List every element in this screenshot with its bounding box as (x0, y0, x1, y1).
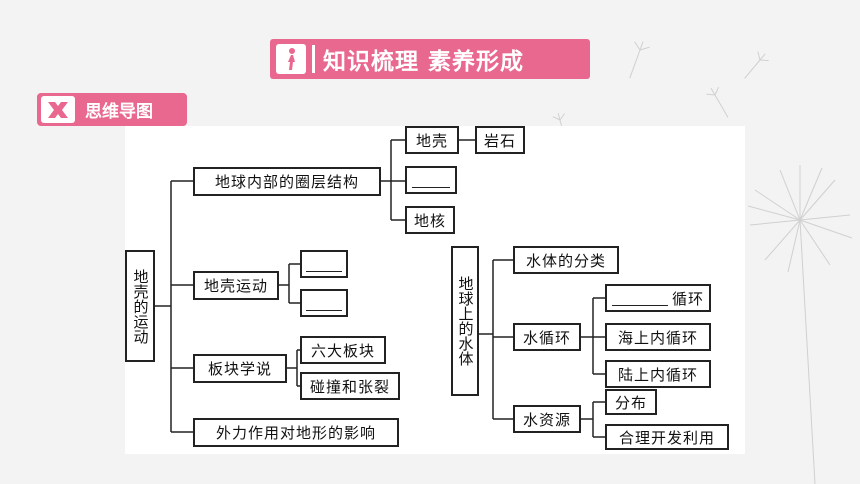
node-label: 岩石 (483, 131, 516, 150)
root-label: 地球上的水体 (456, 276, 475, 366)
node-label: 分布 (614, 393, 647, 412)
node-label: 合理开发利用 (618, 428, 715, 447)
node-label: 板块学说 (207, 360, 272, 378)
node-crustal-movement: 地壳运动 (193, 271, 279, 300)
node-blank-cycle: 循环 (605, 284, 711, 312)
node-water-cycle: 水循环 (513, 323, 581, 351)
section-banner: 知识梳理 素养形成 (270, 39, 590, 79)
node-land-cycle: 陆上内循环 (605, 360, 711, 388)
mind-map: 地壳的运动 地球内部的圈层结构 地壳 岩石 地核 地壳运动 板块学说 六大板块 … (125, 126, 745, 454)
node-label: 地球内部的圈层结构 (214, 173, 359, 191)
person-figure-icon (276, 44, 306, 74)
node-crust: 地壳 (405, 126, 459, 154)
node-label: 碰撞和张裂 (309, 377, 390, 396)
mind-map-root-water-bodies: 地球上的水体 (451, 246, 479, 396)
node-interior-structure: 地球内部的圈层结构 (193, 167, 381, 196)
section-tag-label: 思维导图 (85, 102, 153, 122)
node-blank-movement-1 (300, 250, 348, 278)
fill-in-blank (306, 257, 342, 272)
node-distribution: 分布 (605, 389, 657, 415)
fill-in-blank (412, 173, 450, 188)
node-label: 水循环 (522, 328, 571, 347)
node-label: 地壳运动 (203, 277, 268, 295)
node-core: 地核 (405, 206, 455, 234)
node-blank-movement-2 (300, 289, 348, 317)
node-collision: 碰撞和张裂 (300, 372, 400, 400)
cross-arrows-icon (41, 96, 75, 123)
mind-map-root-crust-movement: 地壳的运动 (125, 250, 155, 362)
node-external-forces: 外力作用对地形的影响 (193, 418, 399, 447)
mind-map-connectors (155, 139, 605, 438)
node-label: 水资源 (522, 410, 571, 429)
node-label: 外力作用对地形的影响 (215, 424, 376, 442)
root-label: 地壳的运动 (131, 268, 150, 344)
node-sea-cycle: 海上内循环 (605, 323, 711, 351)
node-plate-theory: 板块学说 (193, 354, 287, 383)
node-label: 六大板块 (310, 341, 375, 360)
node-six-plates: 六大板块 (300, 336, 386, 364)
node-blank-layer (405, 166, 457, 194)
banner-title: 知识梳理 素养形成 (323, 49, 525, 75)
banner-divider (312, 45, 315, 73)
node-rock: 岩石 (475, 126, 525, 154)
node-label: 水体的分类 (525, 251, 606, 270)
node-rational-use: 合理开发利用 (605, 424, 729, 450)
node-label: 地核 (413, 211, 446, 230)
node-water-types: 水体的分类 (513, 246, 619, 274)
node-water-resources: 水资源 (513, 405, 581, 433)
node-label: 海上内循环 (617, 328, 698, 347)
fill-in-blank (611, 291, 668, 306)
node-label: 地壳 (415, 131, 448, 150)
fill-in-blank (306, 296, 342, 311)
section-tag: 思维导图 (37, 93, 187, 126)
node-label: 陆上内循环 (617, 365, 698, 384)
node-label: 循环 (671, 289, 704, 308)
